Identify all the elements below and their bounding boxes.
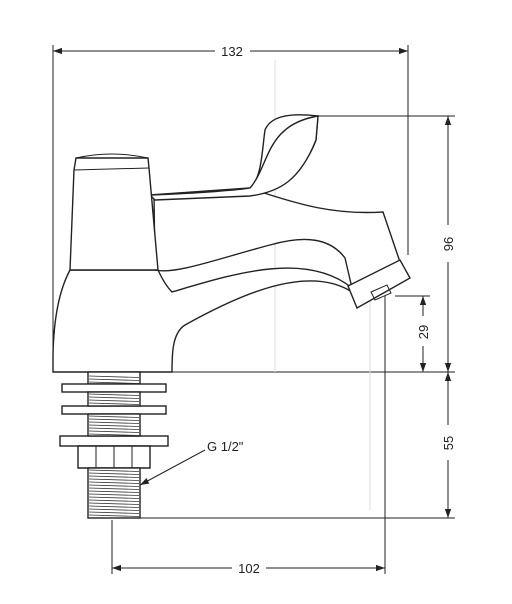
dim-label-overall-height: 96: [441, 237, 456, 251]
aerator: [347, 259, 411, 310]
tap-body-outline: [52, 267, 353, 373]
dimension-shank-length: 55: [441, 372, 456, 518]
dimension-overall-height: 96: [441, 116, 456, 372]
thread-size-label: G 1/2": [207, 439, 244, 454]
dimension-spout-reach: 102: [112, 561, 385, 576]
thread-callout: G 1/2": [139, 439, 244, 486]
backnut: [59, 435, 169, 447]
dim-label-overall-width: 132: [221, 44, 243, 59]
washer-middle: [61, 405, 167, 415]
lever-top: [148, 115, 319, 201]
dim-label-spout-height: 29: [416, 325, 431, 339]
washer-top: [61, 383, 167, 393]
spout-outline: [153, 189, 401, 290]
dim-label-spout-reach: 102: [238, 561, 260, 576]
thread-lines: [88, 375, 140, 517]
dim-label-shank-length: 55: [441, 436, 456, 450]
dimension-overall-width: 132: [53, 44, 408, 59]
dimension-spout-height: 29: [416, 296, 431, 372]
tap-body: [52, 114, 411, 373]
shank-assembly: [59, 371, 169, 519]
headwork: [69, 157, 159, 271]
